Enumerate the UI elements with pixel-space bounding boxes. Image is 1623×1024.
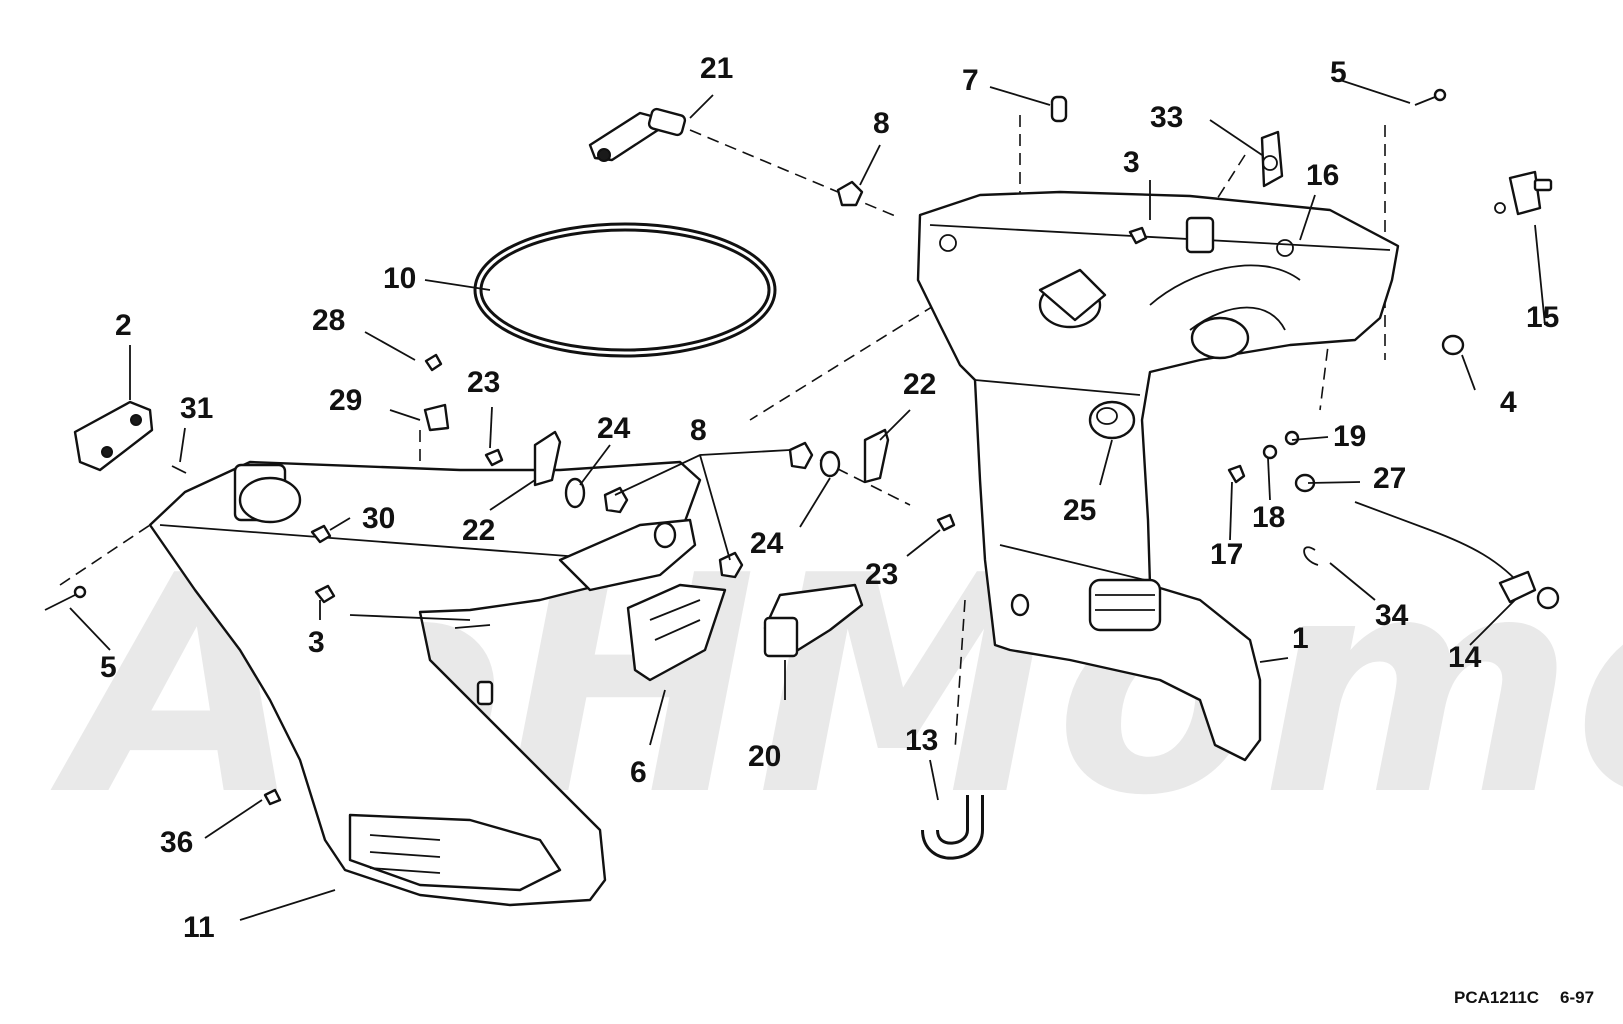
small-hardware-parts — [1227, 430, 1316, 493]
callout-22a: 22 — [462, 514, 495, 547]
callout-6: 6 — [630, 756, 647, 789]
callout-11: 11 — [183, 911, 215, 944]
callout-34: 34 — [1375, 599, 1409, 632]
ring-parts — [564, 450, 841, 509]
grommet-part — [1088, 400, 1136, 440]
callout-21: 21 — [700, 52, 733, 85]
callout-8a: 8 — [873, 107, 890, 140]
callout-33: 33 — [1150, 101, 1183, 134]
callout-24b: 24 — [750, 527, 784, 560]
callout-36: 36 — [160, 826, 193, 859]
fastener-parts — [44, 88, 1447, 806]
clip-part — [1260, 130, 1284, 188]
plug-part — [1441, 334, 1465, 356]
upper-cover-part — [916, 190, 1400, 762]
callout-19: 19 — [1333, 420, 1366, 453]
handle-part — [763, 583, 864, 658]
fitting-part — [1494, 170, 1553, 216]
callout-27: 27 — [1373, 462, 1406, 495]
callout-10: 10 — [383, 262, 416, 295]
cable-part — [1354, 501, 1560, 610]
callout-23a: 23 — [467, 366, 500, 399]
latch-housing-part — [626, 583, 727, 682]
callout-29: 29 — [329, 384, 362, 417]
hose-part — [921, 795, 984, 860]
callout-24a: 24 — [597, 412, 631, 445]
callout-16: 16 — [1306, 159, 1339, 192]
lever-part — [588, 107, 687, 162]
callout-30: 30 — [362, 502, 395, 535]
callout-5a: 5 — [1330, 56, 1347, 89]
hook-parts — [533, 428, 890, 487]
callout-13: 13 — [905, 724, 938, 757]
spring-clip-part — [1303, 546, 1319, 566]
callout-18: 18 — [1252, 501, 1285, 534]
callout-25: 25 — [1063, 494, 1096, 527]
callout-1: 1 — [1292, 622, 1309, 655]
callout-23b: 23 — [865, 558, 898, 591]
leader-lines — [69, 79, 1546, 921]
callout-22b: 22 — [903, 368, 936, 401]
bracket-part — [73, 400, 154, 472]
lower-cover-part — [148, 460, 702, 907]
callout-14: 14 — [1448, 641, 1482, 674]
bushing-parts — [603, 180, 864, 579]
callout-3b: 3 — [1123, 146, 1140, 179]
callout-5b: 5 — [100, 651, 117, 684]
callout-8b: 8 — [690, 414, 707, 447]
callout-labels: 1 2 3 3 4 5 5 6 7 8 8 10 11 13 14 15 16 … — [100, 52, 1559, 944]
figure-code: PCA1211C — [1454, 988, 1539, 1007]
callout-20: 20 — [748, 740, 781, 773]
callout-15: 15 — [1526, 301, 1559, 334]
callout-17: 17 — [1210, 538, 1243, 571]
callout-7: 7 — [962, 64, 979, 97]
callout-28: 28 — [312, 304, 345, 337]
seal-ring-part — [473, 222, 777, 358]
pin-part — [1050, 95, 1068, 123]
callout-3a: 3 — [308, 626, 325, 659]
callout-4: 4 — [1500, 386, 1517, 419]
date-code: 6-97 — [1560, 988, 1594, 1007]
callout-31: 31 — [180, 392, 213, 425]
callout-2: 2 — [115, 309, 132, 342]
